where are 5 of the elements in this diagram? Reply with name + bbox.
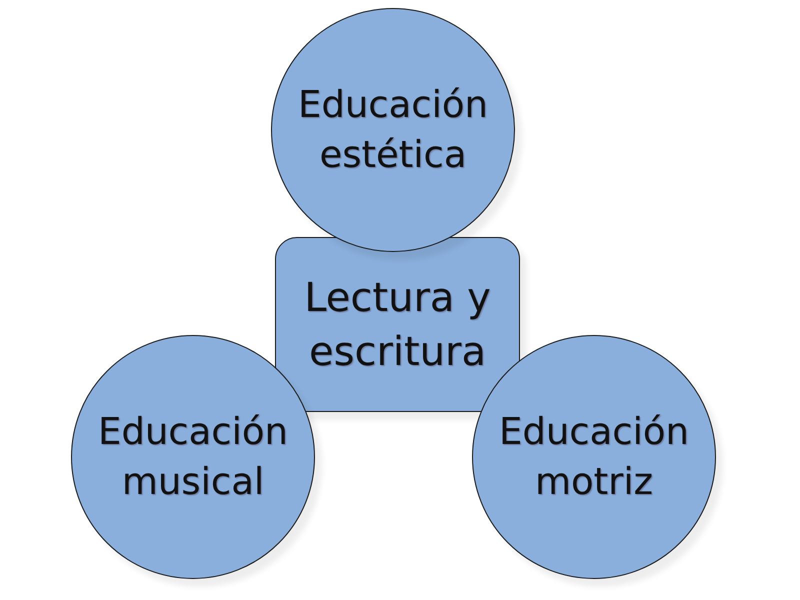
node-label: Lectura y escritura (303, 274, 492, 376)
node-label: Educación motriz (498, 409, 690, 505)
node-label: Educación musical (96, 409, 290, 505)
rounded-rectangle-node (275, 237, 520, 412)
node-label: Educación estética (296, 82, 490, 178)
